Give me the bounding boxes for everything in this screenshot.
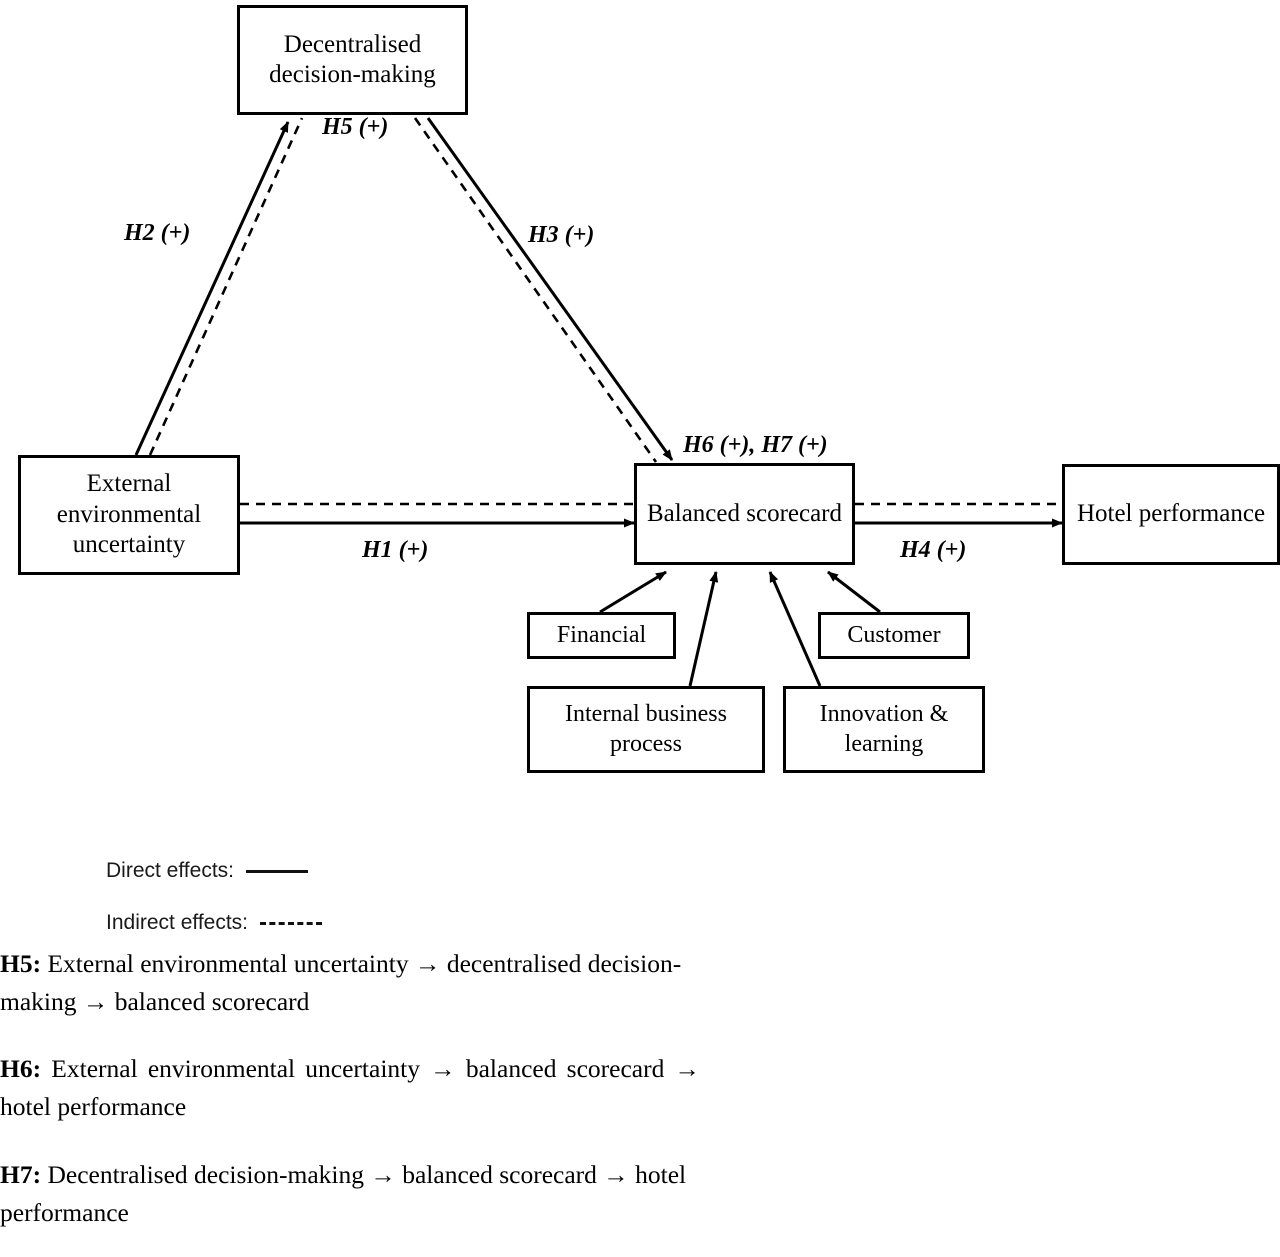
hypothesis-h6: H6: External environmental uncertainty →… [0,1050,700,1125]
legend-indirect-label: Indirect effects: [106,911,249,934]
edge-h3-line [426,117,674,461]
node-hotel-performance[interactable]: Hotel performance [1062,464,1280,565]
node-label: Innovation & learning [819,701,949,757]
edge-label-h4: H4 (+) [900,537,967,563]
hypothesis-separator: : [32,1159,42,1189]
hypothesis-h7: H7: Decentralised decision-making → bala… [0,1156,700,1231]
node-financial-perspective[interactable]: Financial [527,612,676,659]
hypothesis-key: H6 [0,1054,33,1084]
node-label: Balanced scorecard [646,499,843,527]
solid-line-sample-icon [246,869,308,873]
edge-h5-segment-b [413,117,658,463]
edge-h2-line [134,121,290,456]
node-innovation-and-learning-perspective[interactable]: Innovation & learning [783,686,985,773]
edge-innovation-to-bsc [768,571,822,687]
dashed-line-sample-icon [260,921,323,925]
node-label: External environmental uncertainty [56,470,202,559]
hypothesis-text: External environmental uncertainty → bal… [0,1054,700,1122]
hypothesis-separator: : [32,1054,42,1084]
diagram-connector-canvas [134,117,1063,687]
edge-h5-segment-a [148,117,304,456]
edge-label-h3: H3 (+) [528,222,595,248]
edge-label-h1: H1 (+) [362,537,429,563]
hypothesis-h5: H5: External environmental uncertainty →… [0,945,700,1020]
node-balanced-scorecard[interactable]: Balanced scorecard [634,463,855,565]
hypothesis-text: External environmental uncertainty → dec… [0,949,682,1016]
edge-label-h2: H2 (+) [124,220,191,246]
hypothesis-text: Decentralised decision-making → balanced… [0,1159,687,1227]
edge-internal-to-bsc [688,571,719,687]
hypothesis-key: H7 [0,1159,33,1189]
node-label: Internal business process [565,701,727,757]
node-label: Hotel performance [1076,500,1266,528]
node-label: Customer [847,621,941,648]
legend: Direct effects: Indirect effects: [106,852,536,942]
node-external-environmental-uncertainty[interactable]: External environmental uncertainty [18,455,240,575]
legend-direct-label: Direct effects: [106,859,234,882]
node-label: Decentralised decision-making [269,30,436,89]
legend-row-indirect-effects: Indirect effects: [106,904,536,942]
node-internal-business-process-perspective[interactable]: Internal business process [527,686,765,773]
node-label: Financial [556,621,647,648]
legend-row-direct-effects: Direct effects: [106,852,536,890]
edge-label-h6-h7: H6 (+), H7 (+) [683,432,828,458]
node-customer-perspective[interactable]: Customer [818,612,970,659]
hypotheses-list: H5: External environmental uncertainty →… [0,945,700,1231]
hypothesis-separator: : [32,949,42,978]
node-decentralised-decision-making[interactable]: Decentralised decision-making [237,5,468,115]
edge-financial-to-bsc [599,570,667,614]
edge-label-h5: H5 (+) [322,114,389,140]
edge-customer-to-bsc [827,570,881,614]
hypothesis-key: H5 [0,949,33,978]
